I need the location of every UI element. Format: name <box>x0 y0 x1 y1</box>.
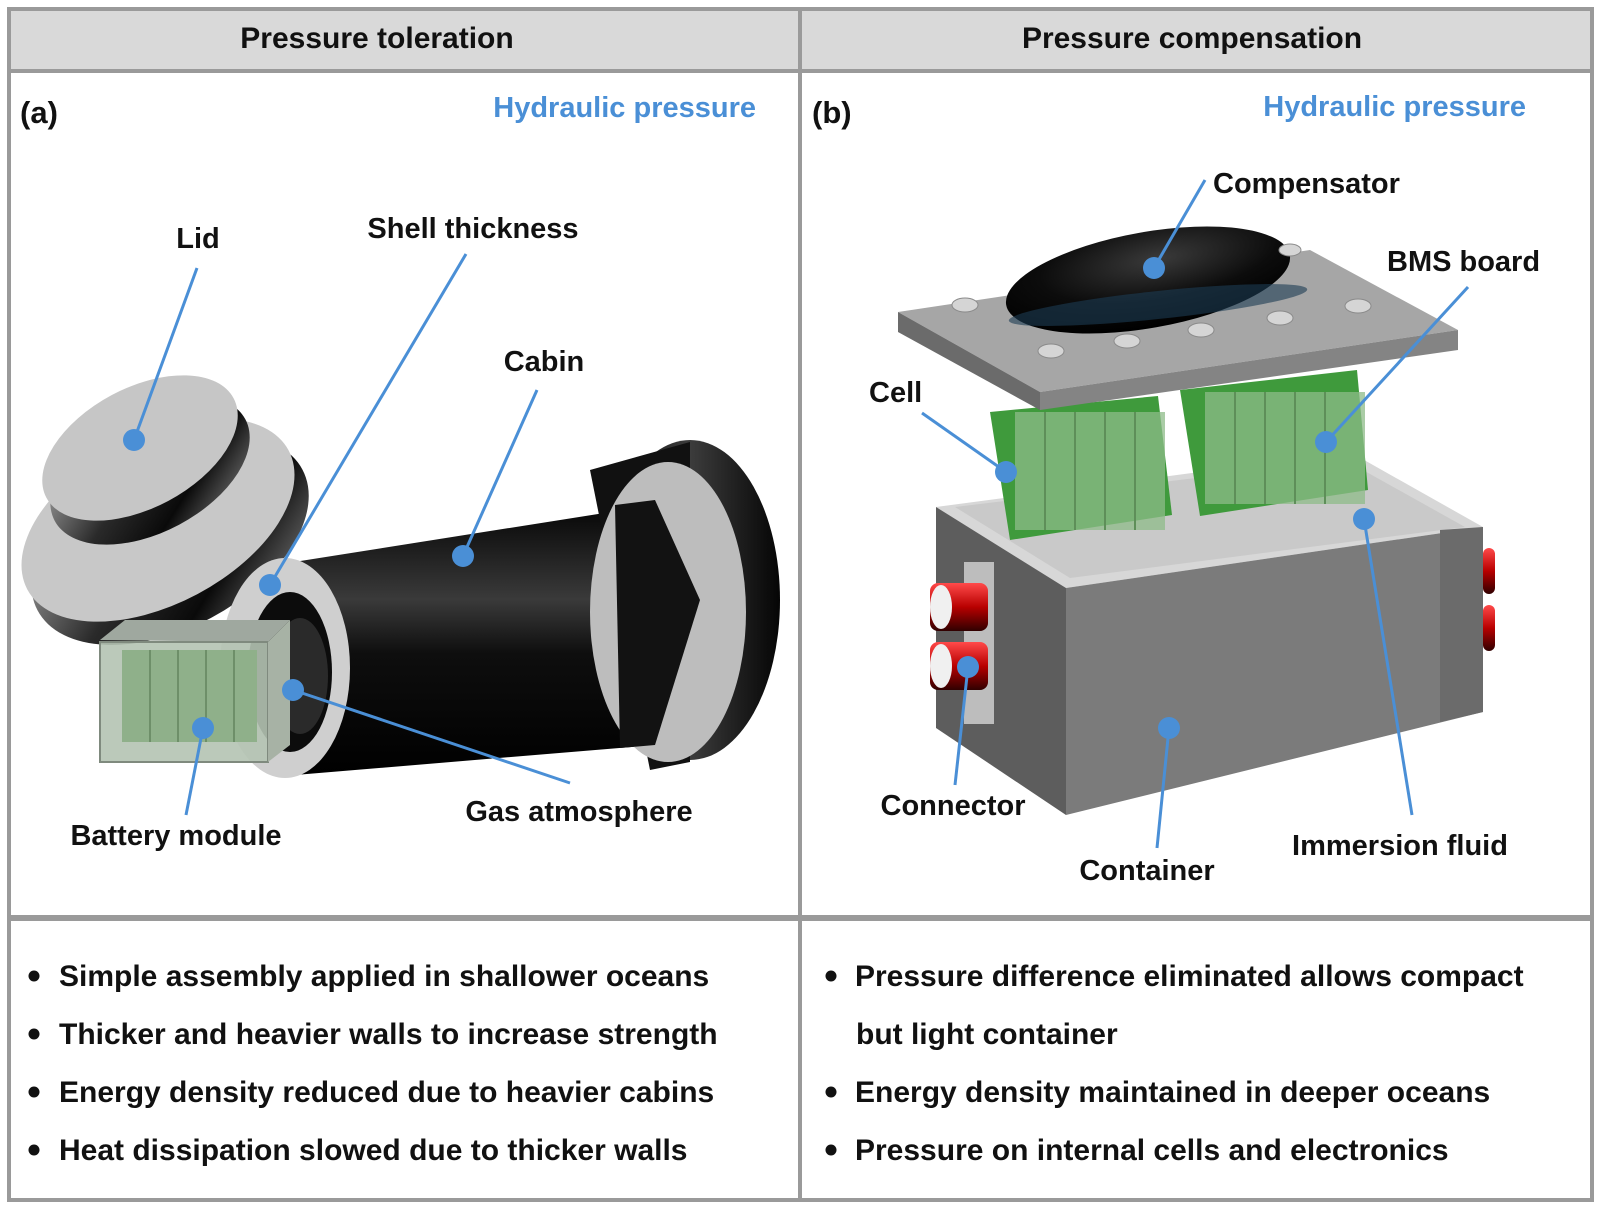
panel-b-tag: (b) <box>812 95 852 130</box>
header-cell-left <box>11 11 798 71</box>
bullet-left-4: Heat dissipation slowed due to thicker w… <box>59 1134 687 1167</box>
header-cell-right <box>802 11 1590 71</box>
label-cabin: Cabin <box>504 346 585 378</box>
bullet-right-2: Energy density maintained in deeper ocea… <box>855 1076 1490 1109</box>
label-bms-board: BMS board <box>1387 246 1540 278</box>
compensator-shape <box>898 226 1458 410</box>
bullet-dot <box>28 1028 40 1040</box>
bullet-dot <box>28 970 40 982</box>
label-gas-atmosphere: Gas atmosphere <box>465 796 692 828</box>
label-connector: Connector <box>881 790 1026 822</box>
label-compensator: Compensator <box>1213 168 1400 200</box>
bullet-left-1: Simple assembly applied in shallower oce… <box>59 960 709 993</box>
panel-b-leaders <box>921 179 1470 849</box>
battery-module-shape <box>99 620 290 763</box>
label-immersion-fluid: Immersion fluid <box>1292 830 1508 862</box>
bullet-right-3: Pressure on internal cells and electroni… <box>855 1134 1449 1167</box>
bullet-dot <box>825 1086 837 1098</box>
container-illustration <box>898 226 1495 815</box>
header-pressure-toleration: Pressure toleration <box>240 22 513 55</box>
cells-and-bms-shape <box>990 370 1368 540</box>
table-frame <box>7 7 1594 1202</box>
label-shell-thickness: Shell thickness <box>367 213 578 245</box>
panel-a-tag: (a) <box>20 95 58 130</box>
panel-a-hydraulic-pressure: Hydraulic pressure <box>493 92 756 124</box>
cabin-shape <box>220 440 780 778</box>
bullets-left: Simple assembly applied in shallower oce… <box>28 960 718 1167</box>
cabin-illustration <box>21 375 780 778</box>
bullet-dot <box>28 1144 40 1156</box>
bullet-right-1: Pressure difference eliminated allows co… <box>855 960 1524 993</box>
bullet-left-3: Energy density reduced due to heavier ca… <box>59 1076 714 1109</box>
label-container: Container <box>1079 855 1214 887</box>
bullet-left-2: Thicker and heavier walls to increase st… <box>59 1018 718 1051</box>
connectors-shape <box>930 548 1495 724</box>
bullet-dot <box>825 970 837 982</box>
bullets-right: Pressure difference eliminated allows co… <box>825 960 1524 1167</box>
panel-a-leaders <box>123 253 571 816</box>
bullet-dot <box>825 1144 837 1156</box>
panel-b-hydraulic-pressure: Hydraulic pressure <box>1263 91 1526 123</box>
label-cell: Cell <box>869 377 922 409</box>
header-pressure-compensation: Pressure compensation <box>1022 22 1362 55</box>
label-battery-module: Battery module <box>70 820 281 852</box>
bullet-right-1-continued: but light container <box>856 1018 1118 1051</box>
bullet-dot <box>28 1086 40 1098</box>
label-lid: Lid <box>176 223 220 255</box>
